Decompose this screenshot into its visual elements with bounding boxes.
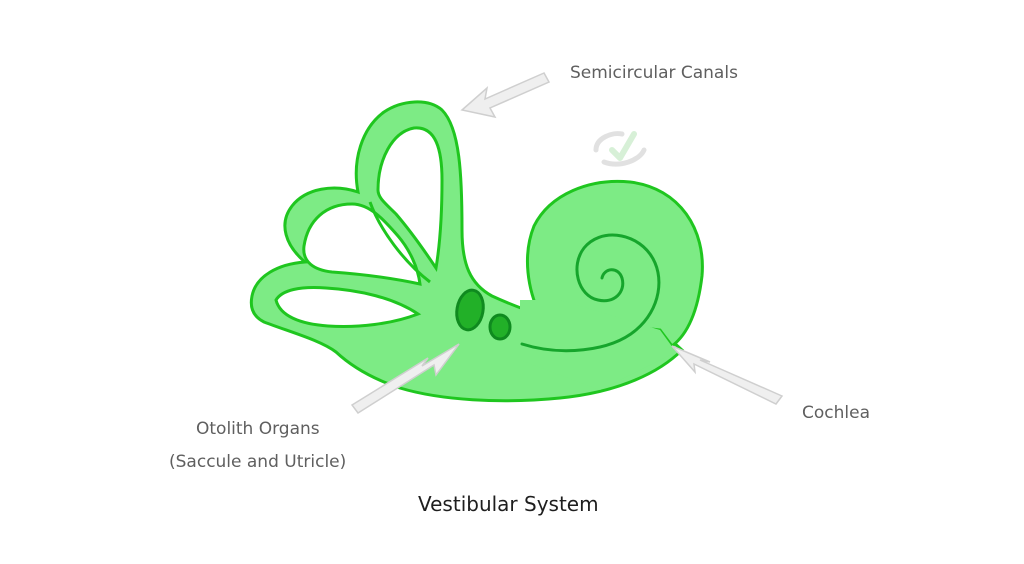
diagram-title: Vestibular System — [418, 492, 599, 516]
otolith-organs-label: Otolith Organs — [196, 419, 320, 439]
arrow-to-semicircular-canals — [460, 72, 551, 119]
cochlea-spiral — [520, 233, 661, 353]
otolith-detail-label: (Saccule and Utricle) — [169, 452, 347, 472]
cochlea-seam — [520, 300, 676, 390]
canal-posterior-hole — [302, 202, 422, 286]
arrow-to-otolith-organs — [350, 343, 460, 415]
saccule-organ — [488, 313, 512, 341]
semicircular-canals-label: Semicircular Canals — [570, 63, 738, 83]
utricle-organ — [455, 288, 485, 332]
canal-inner-line — [368, 201, 431, 284]
canal-lateral-hole — [274, 286, 422, 328]
canal-superior-hole — [376, 126, 444, 272]
check-rotate-icon — [593, 131, 647, 167]
arrow-to-cochlea — [671, 345, 784, 405]
cochlea-label: Cochlea — [802, 403, 870, 423]
